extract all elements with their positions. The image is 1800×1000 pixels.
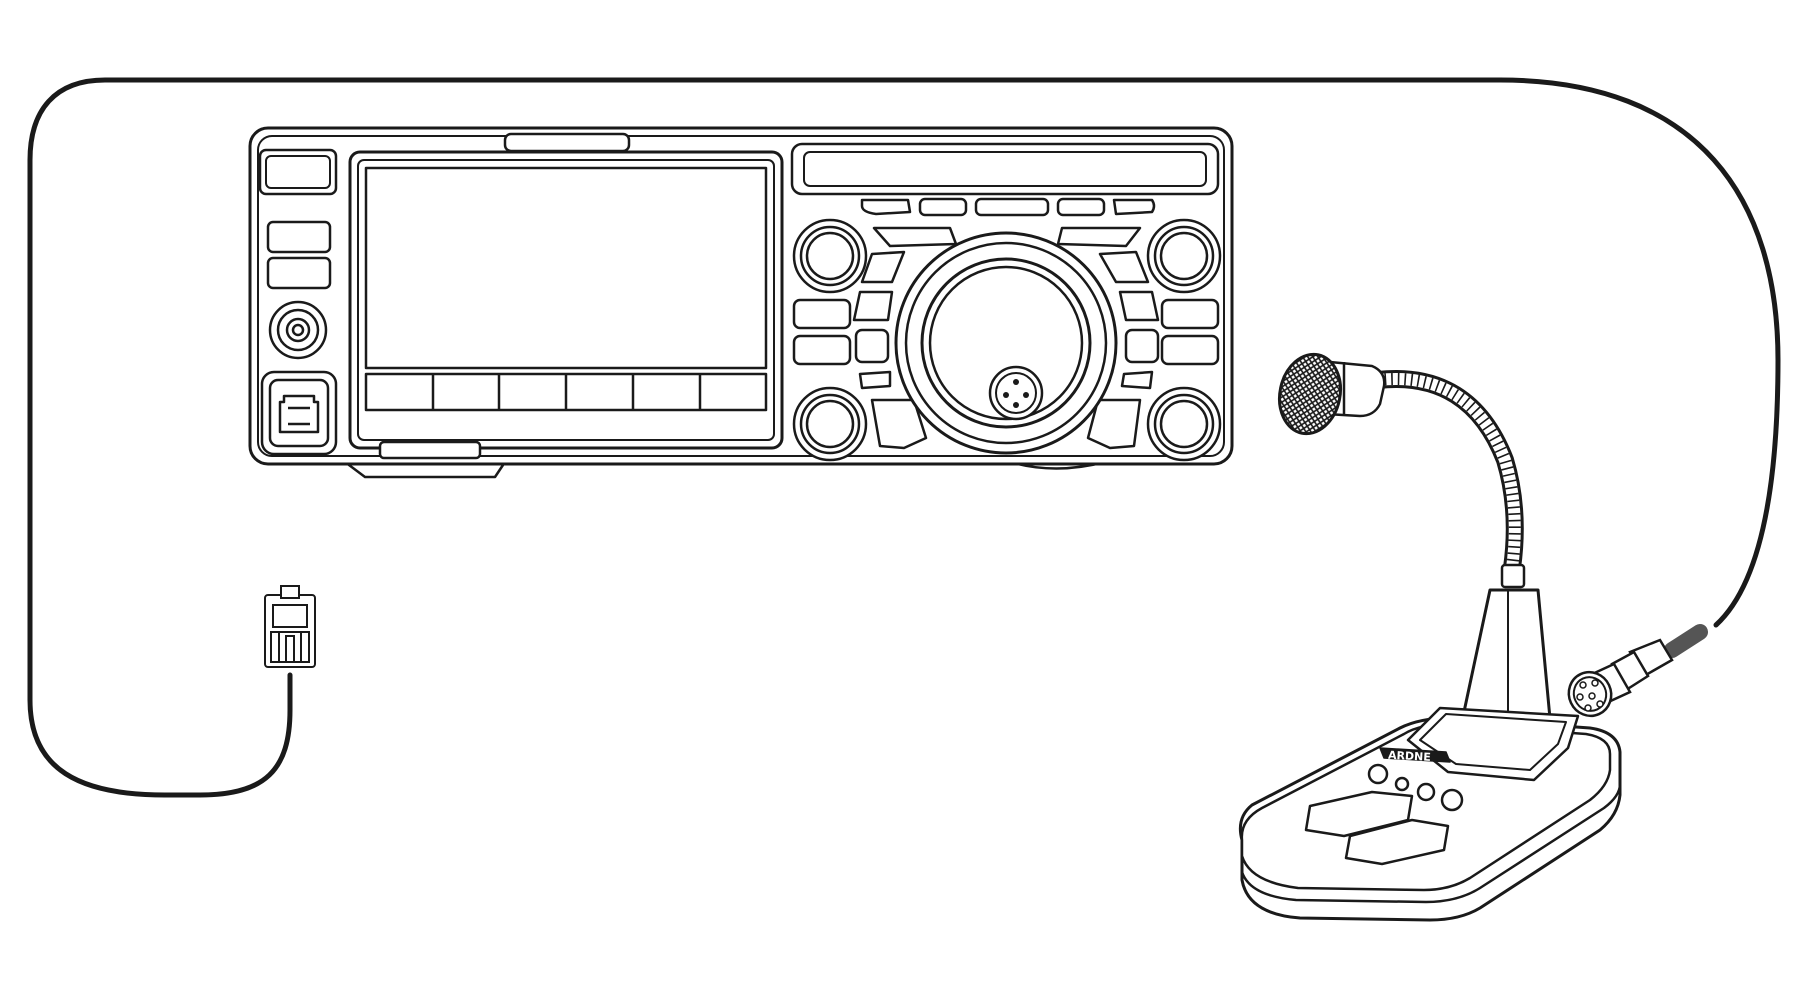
ptt-buttons: [1304, 790, 1450, 866]
desk-microphone-icon: ARDNE: [1238, 352, 1622, 922]
mic-socket: [260, 370, 338, 456]
knob-upper-left: [792, 218, 868, 294]
mic-stem: [1456, 563, 1554, 742]
rj45-plug-icon: [264, 585, 316, 668]
top-keys: [860, 197, 1156, 217]
left-buttons: [266, 220, 332, 290]
brand-plate: ARDNE: [1379, 747, 1451, 764]
mic-base: ARDNE: [1238, 706, 1622, 922]
phones-jack: [268, 300, 328, 360]
knob-lower-left: [792, 386, 868, 462]
main-tuning-dial: [894, 231, 1118, 455]
gooseneck: [1369, 370, 1524, 577]
knob-lower-right: [1146, 386, 1222, 462]
power-button: [258, 148, 338, 196]
radio-transceiver-icon: [248, 126, 1234, 479]
knob-upper-right: [1146, 218, 1222, 294]
display-panel: [348, 150, 784, 450]
mic-head: [1277, 352, 1386, 436]
right-keys: [1086, 250, 1220, 450]
left-keys: [792, 250, 928, 450]
circular-connector-icon: [1567, 638, 1674, 718]
brand-label: ARDNE: [1388, 749, 1431, 764]
microphone-cable: [27, 77, 1781, 798]
control-buttons: [1367, 763, 1464, 812]
cable-sleeve: [1664, 624, 1708, 658]
